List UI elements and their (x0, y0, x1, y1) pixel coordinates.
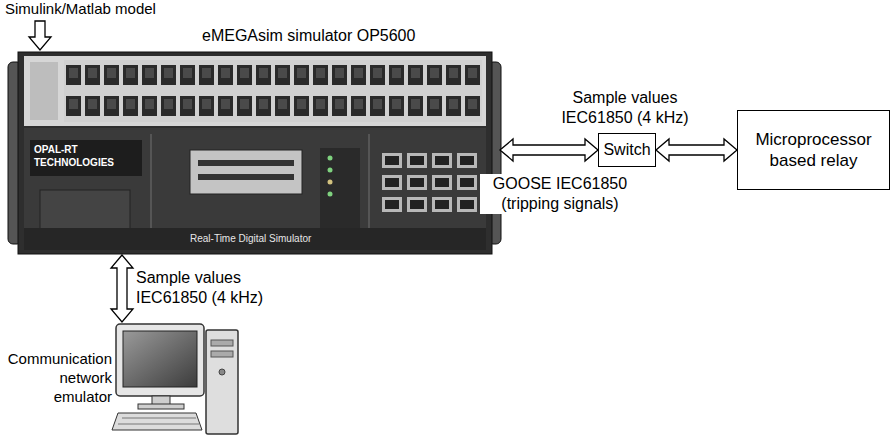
simulator-photo (8, 52, 501, 254)
relay-box: Microprocessor based relay (737, 110, 890, 190)
block-arrow (500, 139, 598, 161)
emulator-computer: Communication network emulator (2, 322, 240, 437)
link-label: Sample values IEC61850 (4 kHz) (136, 268, 286, 308)
node-text: Simulink/Matlab model (5, 0, 156, 19)
block-arrow (656, 139, 737, 161)
node-text: Communication network emulator (2, 350, 112, 406)
model-label: Simulink/Matlab model (5, 0, 158, 21)
switch-box: Switch (598, 133, 656, 167)
brand-label: OPAL-RT TECHNOLOGIES (34, 144, 138, 169)
node-text: Microprocessor based relay (746, 129, 881, 172)
simulator-unit: eMEGAsim simulator OP5600 (10, 50, 500, 255)
signal-label: GOOSE IEC61850 (tripping signals) (480, 174, 640, 214)
computer-icon (112, 324, 238, 434)
panel-label: Real-Time Digital Simulator (190, 233, 360, 246)
block-arrow (29, 21, 51, 50)
link-label: Sample values IEC61850 (4 kHz) (550, 88, 700, 128)
node-text: eMEGAsim simulator OP5600 (202, 26, 415, 46)
node-text: Switch (603, 140, 650, 160)
block-arrow (111, 255, 133, 322)
